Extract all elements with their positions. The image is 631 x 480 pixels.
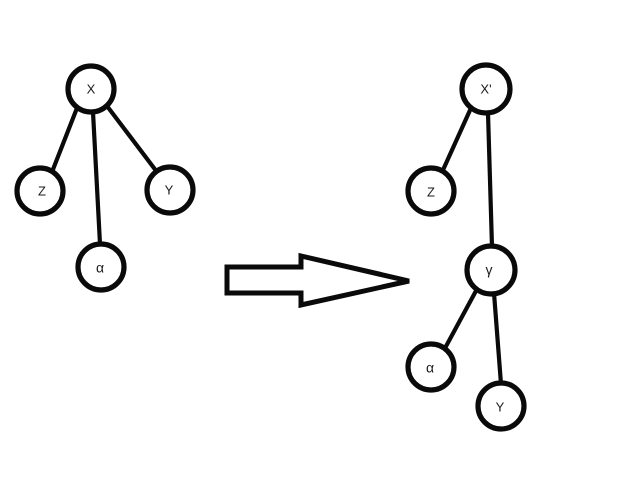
node-label-y-left: Y [165, 182, 174, 197]
edge-xprime-to-gamma [485, 110, 495, 250]
node-x-prime-right[interactable]: X' [459, 62, 513, 116]
before-tree-nodes: X Z α Y [14, 63, 196, 293]
node-label-z-left: Z [38, 183, 46, 198]
node-circle [464, 243, 518, 297]
node-circle [405, 341, 457, 393]
node-label-y-right: Y [496, 399, 505, 414]
node-z-right[interactable]: Z [405, 165, 457, 217]
before-tree-edges [49, 103, 160, 247]
node-circle [65, 63, 117, 115]
after-tree: X' Z γ α Y [405, 62, 527, 432]
edge-x-to-alpha [90, 109, 103, 247]
edge-x-to-z [49, 105, 80, 175]
node-circle [475, 380, 527, 432]
edge-gamma-to-y [491, 290, 504, 387]
node-circle [14, 165, 66, 217]
node-gamma-right[interactable]: γ [464, 243, 518, 297]
node-circle [75, 241, 127, 293]
node-label-alpha-left: α [96, 260, 104, 276]
node-y-right[interactable]: Y [475, 380, 527, 432]
node-label-x-prime-right: X' [480, 81, 491, 96]
after-tree-edges [440, 105, 504, 387]
node-label-z-right: Z [427, 184, 435, 199]
node-alpha-left[interactable]: α [75, 241, 127, 293]
node-y-left[interactable]: Y [144, 164, 196, 216]
edge-xprime-to-z [440, 105, 474, 173]
node-circle [459, 62, 513, 116]
node-circle [405, 165, 457, 217]
node-label-x-left: X [87, 81, 96, 96]
node-alpha-right[interactable]: α [405, 341, 457, 393]
after-tree-nodes: X' Z γ α Y [405, 62, 527, 432]
node-circle [144, 164, 196, 216]
node-z-left[interactable]: Z [14, 165, 66, 217]
node-label-gamma-right: γ [486, 262, 493, 278]
node-x-left[interactable]: X [65, 63, 117, 115]
edge-gamma-to-alpha [441, 286, 480, 353]
arrow-icon [224, 252, 410, 309]
node-label-alpha-right: α [426, 360, 434, 376]
transformation-arrow [224, 252, 410, 309]
edge-x-to-y [104, 103, 160, 175]
before-tree: X Z α Y [14, 63, 196, 293]
